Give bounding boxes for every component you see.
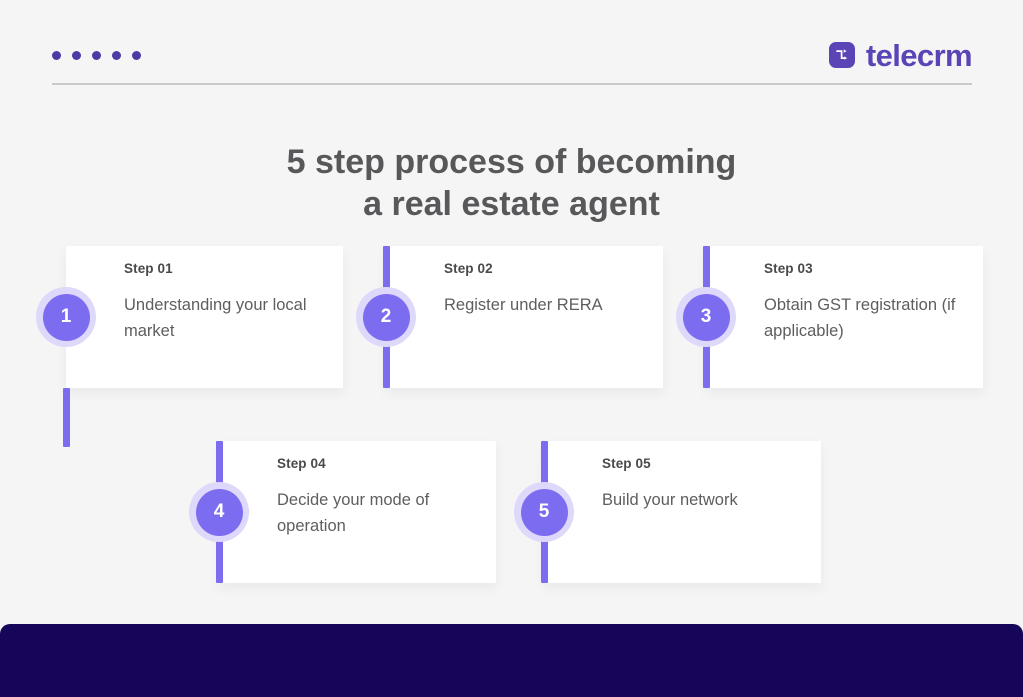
step-connector-bar-1 (63, 388, 70, 447)
step-card-3: 3 Step 03 Obtain GST registration (if ap… (676, 246, 983, 388)
step-content-1: Step 01 Understanding your local market (124, 261, 331, 345)
page-title: 5 step process of becoming a real estate… (0, 141, 1023, 226)
step-badge-5: 5 (514, 482, 574, 542)
steps-row-one: 1 Step 01 Understanding your local marke… (36, 246, 983, 447)
footer-bar (0, 624, 1023, 697)
steps-row-two: 4 Step 04 Decide your mode of operation … (189, 441, 821, 583)
dot-indicator-1 (52, 50, 61, 60)
flow-arrow-icon (828, 42, 855, 68)
header-divider (52, 83, 972, 85)
step-text-3: Obtain GST registration (if applicable) (764, 296, 956, 341)
step-number-3: 3 (682, 293, 730, 341)
page-title-line-2: a real estate agent (363, 185, 660, 224)
step-number-5: 5 (520, 488, 568, 536)
step-content-3: Step 03 Obtain GST registration (if appl… (764, 261, 971, 345)
step-text-4: Decide your mode of operation (277, 491, 430, 536)
step-badge-4: 4 (189, 482, 249, 542)
step-label-1: Step 01 (124, 261, 173, 276)
dot-indicator-3 (92, 50, 101, 60)
dot-indicator-4 (112, 50, 121, 60)
step-card-1: 1 Step 01 Understanding your local marke… (36, 246, 343, 447)
step-badge-1: 1 (36, 287, 96, 347)
step-label-2: Step 02 (444, 261, 493, 276)
dot-indicator-5 (132, 50, 141, 60)
brand-logo: telecrm (828, 37, 973, 73)
step-text-5: Build your network (602, 491, 738, 509)
step-label-3: Step 03 (764, 261, 813, 276)
step-badge-3: 3 (676, 287, 736, 347)
page-title-line-1: 5 step process of becoming (286, 142, 737, 181)
step-content-5: Step 05 Build your network (602, 456, 809, 513)
step-number-2: 2 (362, 293, 410, 341)
top-bar: telecrm (52, 37, 973, 73)
step-label-5: Step 05 (602, 456, 651, 471)
step-text-1: Understanding your local market (124, 296, 307, 341)
step-text-2: Register under RERA (444, 296, 603, 314)
step-number-1: 1 (42, 293, 90, 341)
step-content-2: Step 02 Register under RERA (444, 261, 651, 318)
step-card-2: 2 Step 02 Register under RERA (356, 246, 663, 388)
step-card-4: 4 Step 04 Decide your mode of operation (189, 441, 496, 583)
step-card-5: 5 Step 05 Build your network (514, 441, 821, 583)
step-badge-2: 2 (356, 287, 416, 347)
step-label-4: Step 04 (277, 456, 326, 471)
dot-indicator-2 (72, 50, 81, 60)
dot-indicator-group (52, 50, 141, 60)
step-number-4: 4 (195, 488, 243, 536)
brand-name: telecrm (865, 37, 973, 73)
step-content-4: Step 04 Decide your mode of operation (277, 456, 484, 540)
